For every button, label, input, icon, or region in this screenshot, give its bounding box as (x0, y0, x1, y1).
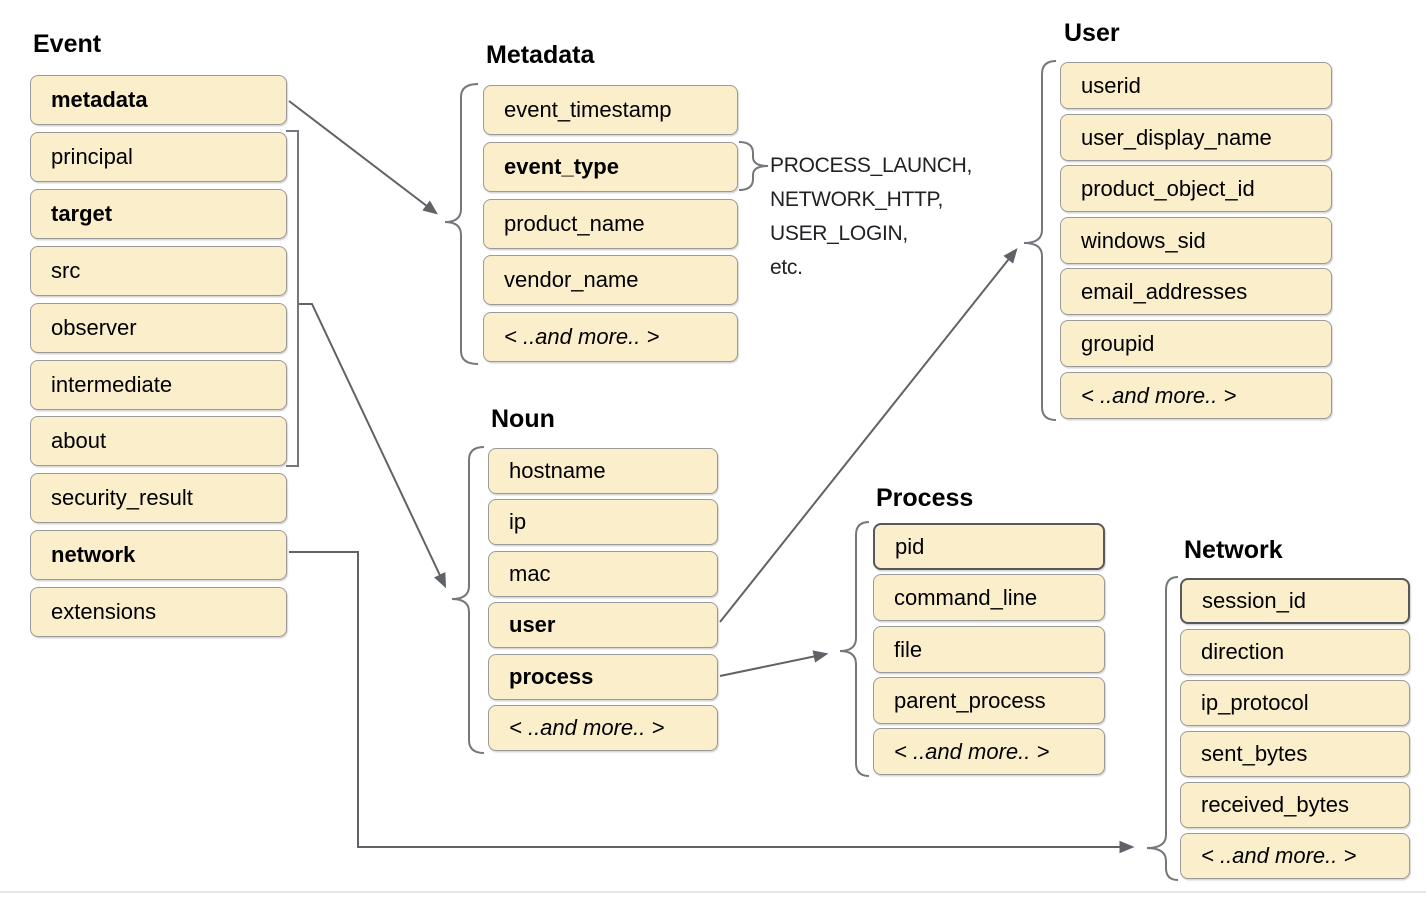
arrow-metadata-to-metadata-group (288, 100, 438, 215)
field-box-user: user (488, 602, 718, 648)
field-box-sent_bytes: sent_bytes (1180, 731, 1410, 777)
field-box-andmore: < ..and more.. > (1060, 372, 1332, 419)
group-title-metadata: Metadata (486, 41, 595, 69)
field-box-userid: userid (1060, 62, 1332, 109)
field-box-process: process (488, 654, 718, 700)
field-box-andmore: < ..and more.. > (1180, 833, 1410, 879)
brace-metadata-group (444, 83, 479, 365)
field-box-email_addresses: email_addresses (1060, 268, 1332, 315)
group-title-noun: Noun (491, 405, 555, 433)
field-box-metadata: metadata (30, 75, 287, 125)
field-box-event_type: event_type (483, 142, 738, 192)
field-box-intermediate: intermediate (30, 360, 287, 410)
field-box-file: file (873, 626, 1105, 673)
field-box-pid: pid (873, 523, 1105, 570)
event-type-example-line: etc. (770, 256, 803, 279)
field-box-observer: observer (30, 303, 287, 353)
event-type-example-line: PROCESS_LAUNCH, (770, 154, 973, 177)
field-box-network: network (30, 530, 287, 580)
field-box-andmore: < ..and more.. > (873, 728, 1105, 775)
field-box-vendor_name: vendor_name (483, 255, 738, 305)
field-box-parent_process: parent_process (873, 677, 1105, 724)
field-box-andmore: < ..and more.. > (483, 312, 738, 362)
field-box-principal: principal (30, 132, 287, 182)
arrow-process-to-process-group (719, 650, 829, 677)
field-box-command_line: command_line (873, 574, 1105, 621)
field-box-groupid: groupid (1060, 320, 1332, 367)
brace-network-group (1146, 576, 1179, 881)
event-type-example-line: USER_LOGIN, (770, 222, 908, 245)
field-box-hostname: hostname (488, 448, 718, 494)
brace-event-type-values (738, 141, 769, 191)
field-box-user_display_name: user_display_name (1060, 114, 1332, 161)
field-box-src: src (30, 246, 287, 296)
group-title-network: Network (1184, 536, 1283, 564)
group-title-process: Process (876, 484, 974, 512)
field-box-mac: mac (488, 551, 718, 597)
brace-user-group (1023, 60, 1057, 421)
field-box-windows_sid: windows_sid (1060, 217, 1332, 264)
event-type-example-line: NETWORK_HTTP, (770, 188, 944, 211)
field-box-about: about (30, 416, 287, 466)
group-title-user: User (1064, 19, 1120, 47)
field-box-ip: ip (488, 499, 718, 545)
field-box-event_timestamp: event_timestamp (483, 85, 738, 135)
arrow-user-to-user-group (719, 248, 1018, 623)
field-box-product_name: product_name (483, 199, 738, 249)
field-box-security_result: security_result (30, 473, 287, 523)
field-box-product_object_id: product_object_id (1060, 165, 1332, 212)
brace-process-group (839, 521, 870, 777)
field-box-session_id: session_id (1180, 578, 1410, 624)
field-box-direction: direction (1180, 629, 1410, 675)
field-box-ip_protocol: ip_protocol (1180, 680, 1410, 726)
field-box-target: target (30, 189, 287, 239)
group-title-event: Event (33, 30, 102, 58)
event-type-example-values: PROCESS_LAUNCH, NETWORK_HTTP, USER_LOGIN… (770, 149, 972, 285)
field-box-andmore: < ..and more.. > (488, 705, 718, 751)
arrow-network-to-network-group (289, 551, 1135, 854)
bracket-event-nouns (286, 130, 299, 467)
arrow-event-nouns-to-noun-group (299, 303, 447, 589)
brace-noun-group (451, 446, 485, 754)
field-box-extensions: extensions (30, 587, 287, 637)
field-box-received_bytes: received_bytes (1180, 782, 1410, 828)
